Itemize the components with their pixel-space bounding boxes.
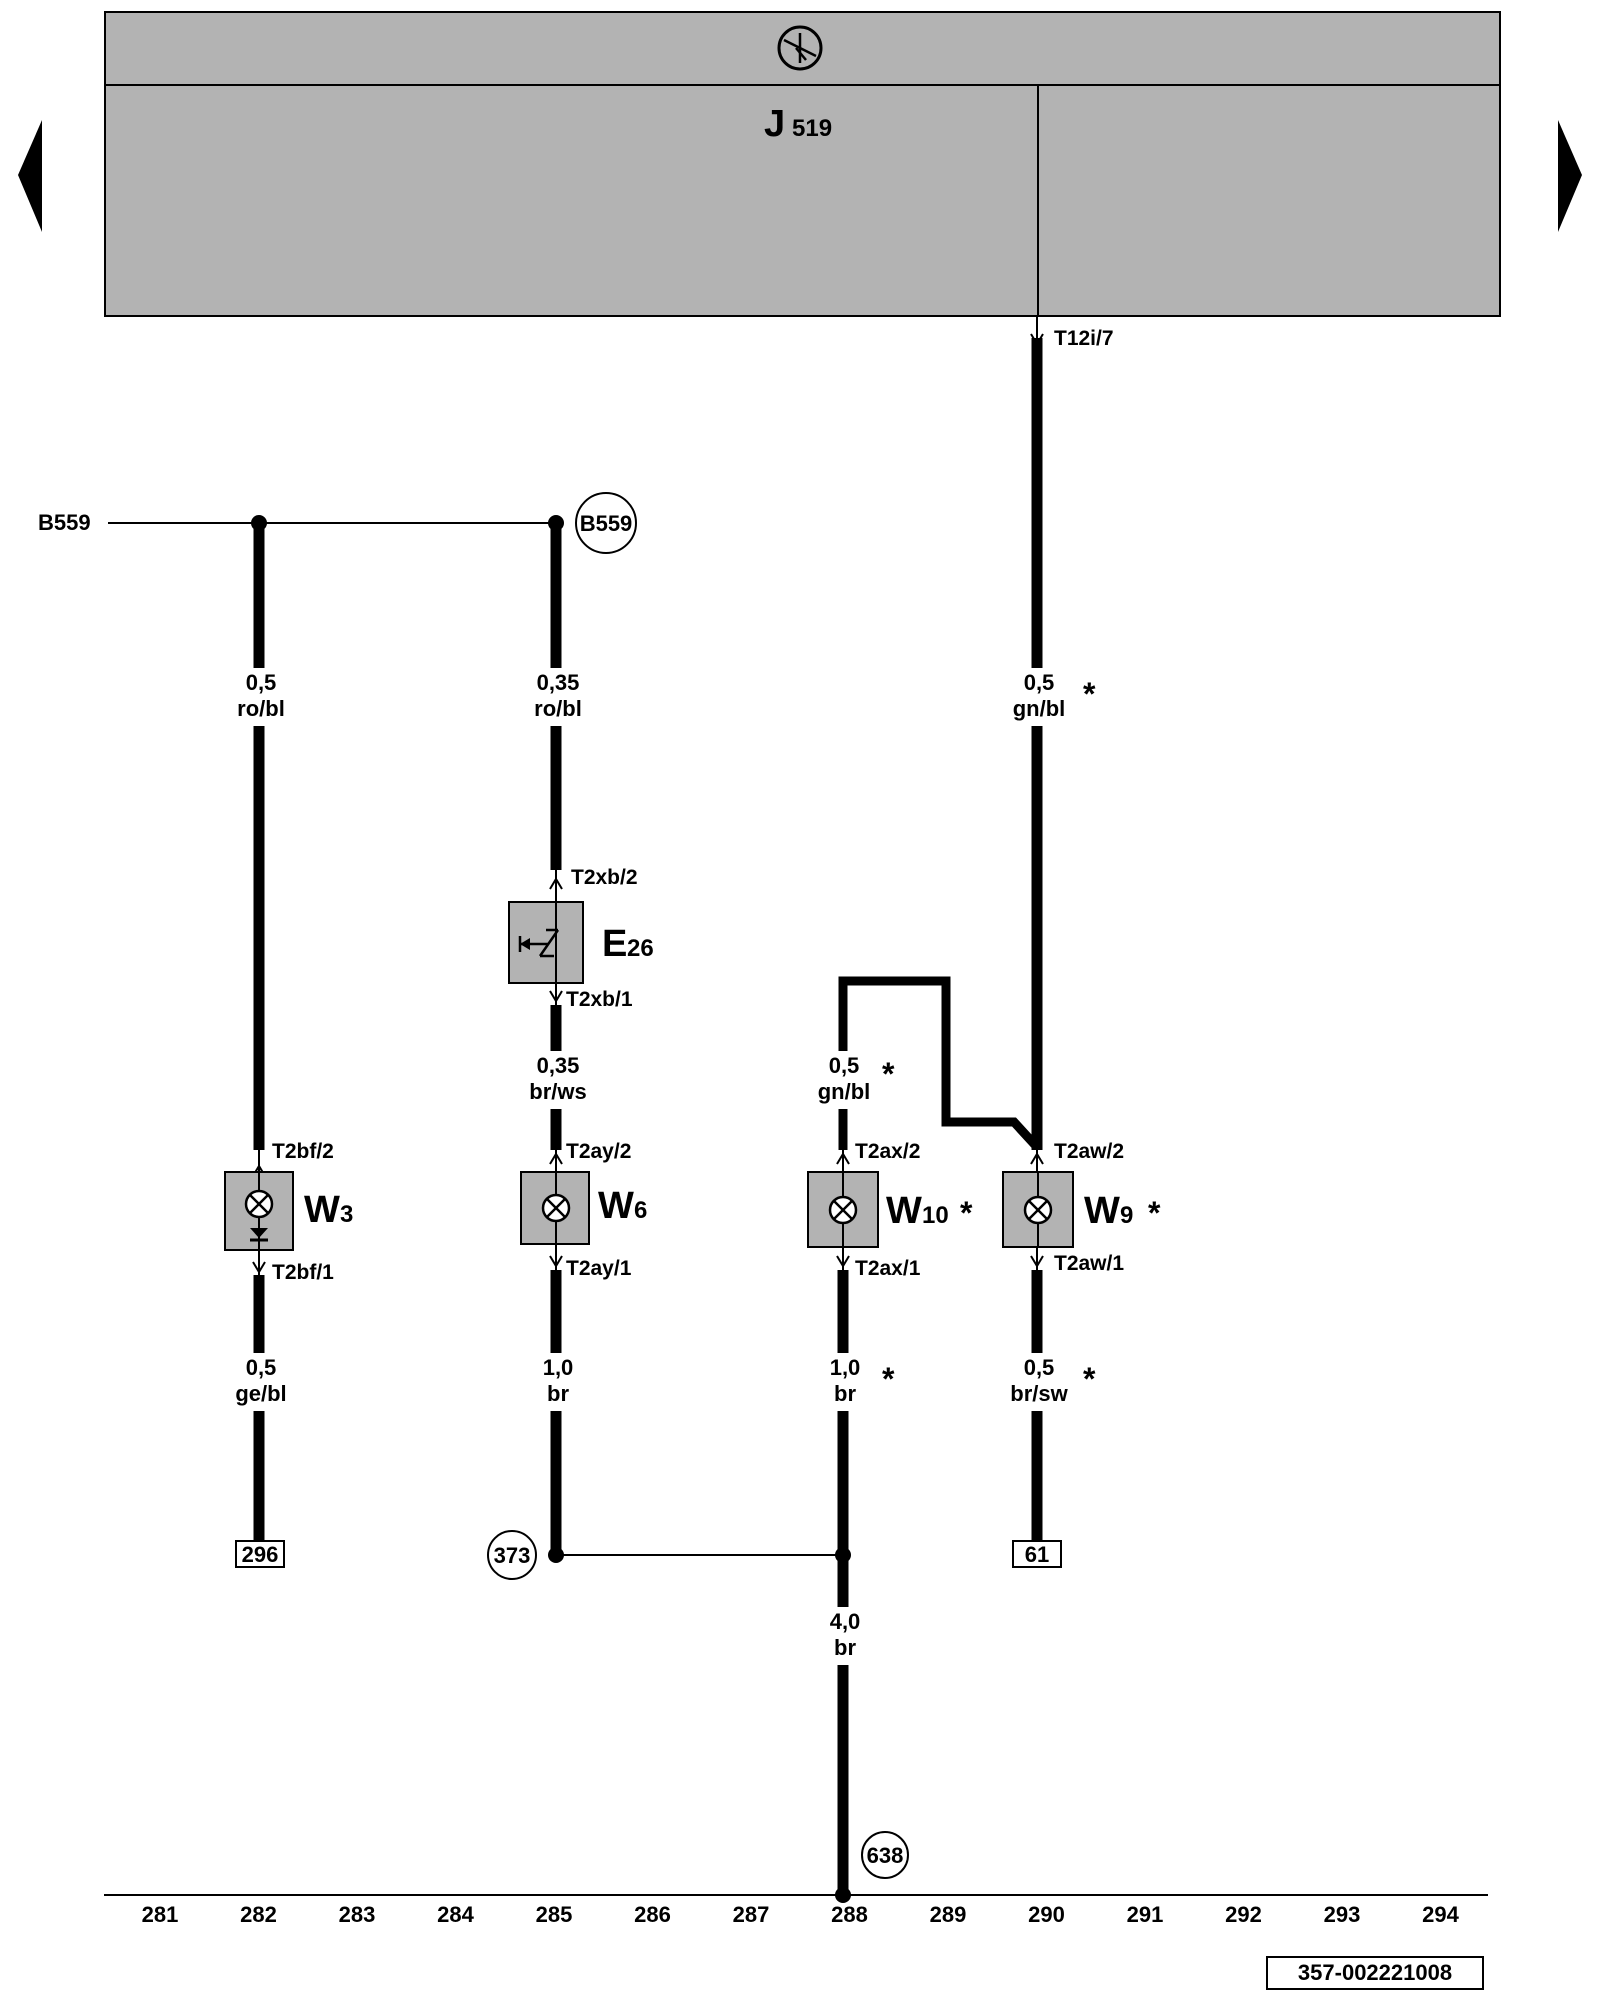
wire-size: 0,5 bbox=[1024, 1355, 1055, 1380]
pin-label: T2xb/1 bbox=[566, 988, 633, 1011]
component-e26 bbox=[508, 901, 584, 984]
component-w10 bbox=[807, 1171, 879, 1248]
component-star: * bbox=[1148, 1195, 1161, 1231]
component-sub: 10 bbox=[922, 1202, 949, 1229]
wire-color: ro/bl bbox=[534, 696, 582, 721]
track-number: 291 bbox=[1127, 1902, 1164, 1927]
wire-color: gn/bl bbox=[818, 1079, 871, 1104]
component-name: W bbox=[304, 1189, 340, 1231]
pin-label: T2bf/2 bbox=[272, 1140, 334, 1163]
wire-size: 0,5 bbox=[829, 1053, 860, 1078]
pin-label: T2ax/1 bbox=[855, 1257, 921, 1280]
track-number: 287 bbox=[733, 1902, 770, 1927]
track-number: 289 bbox=[930, 1902, 967, 1927]
pin-label: T2aw/1 bbox=[1054, 1252, 1124, 1275]
wire-star: * bbox=[1083, 1361, 1096, 1397]
wire-color: ge/bl bbox=[235, 1381, 286, 1406]
wire-star: * bbox=[882, 1361, 895, 1397]
component-w6 bbox=[520, 1171, 590, 1245]
wire-color: br/ws bbox=[529, 1079, 586, 1104]
connector-638: 638 bbox=[861, 1831, 909, 1879]
wire-size: 1,0 bbox=[543, 1355, 574, 1380]
wire-color: gn/bl bbox=[1013, 696, 1066, 721]
component-sub: 6 bbox=[634, 1197, 647, 1224]
component-name: W bbox=[598, 1185, 634, 1227]
track-number: 283 bbox=[339, 1902, 376, 1927]
pin-label: T2ax/2 bbox=[855, 1140, 920, 1163]
reference-box-61: 61 bbox=[1012, 1540, 1062, 1568]
wire-star: * bbox=[1083, 676, 1096, 712]
component-name: W bbox=[886, 1190, 922, 1232]
wire-size: 0,5 bbox=[246, 670, 277, 695]
track-number: 292 bbox=[1225, 1902, 1262, 1927]
svg-text:296: 296 bbox=[242, 1542, 279, 1567]
pin-label: T2ay/2 bbox=[566, 1140, 631, 1163]
connector-b559: B559 bbox=[575, 492, 637, 554]
track-number: 294 bbox=[1422, 1902, 1459, 1927]
component-sub: 3 bbox=[340, 1201, 353, 1228]
wire-size: 1,0 bbox=[830, 1355, 861, 1380]
track-number: 293 bbox=[1324, 1902, 1361, 1927]
control-unit-name: J bbox=[764, 103, 785, 145]
prev-page-arrow[interactable] bbox=[18, 120, 42, 232]
svg-text:61: 61 bbox=[1025, 1542, 1049, 1567]
component-w3 bbox=[224, 1171, 294, 1251]
wire-color: br/sw bbox=[1010, 1381, 1068, 1406]
wire-size: 0,5 bbox=[246, 1355, 277, 1380]
pin-label: T2ay/1 bbox=[566, 1257, 632, 1280]
track-number: 288 bbox=[831, 1902, 868, 1927]
svg-text:638: 638 bbox=[867, 1843, 904, 1868]
component-star: * bbox=[960, 1195, 973, 1231]
axis-labels: 281 282 283 284 285 286 287 288 289 290 291 292 293 2… bbox=[142, 1902, 1460, 1927]
bridge-wire bbox=[838, 976, 1040, 1150]
track-number: 286 bbox=[634, 1902, 671, 1927]
pin-label: T12i/7 bbox=[1054, 327, 1114, 350]
track-number: 285 bbox=[536, 1902, 573, 1927]
reference-box-296: 296 bbox=[235, 1540, 285, 1568]
component-sub: 9 bbox=[1120, 1202, 1133, 1229]
track-number: 282 bbox=[240, 1902, 277, 1927]
svg-text:B559: B559 bbox=[580, 511, 633, 536]
pin-label: T2bf/1 bbox=[272, 1261, 334, 1284]
pin-label: T2xb/2 bbox=[571, 866, 638, 889]
feed-label: B559 bbox=[38, 510, 91, 535]
wire-size: 0,35 bbox=[537, 670, 580, 695]
svg-text:373: 373 bbox=[494, 1543, 531, 1568]
wire-color: br bbox=[834, 1635, 856, 1660]
ground-symbol-icon bbox=[777, 25, 823, 71]
control-unit-sub: 519 bbox=[792, 115, 832, 142]
wire-color: br bbox=[834, 1381, 856, 1406]
connector-373: 373 bbox=[487, 1530, 537, 1580]
component-name: W bbox=[1084, 1190, 1120, 1232]
pin-label: T2aw/2 bbox=[1054, 1140, 1124, 1163]
component-sub: 26 bbox=[627, 935, 654, 962]
component-w9 bbox=[1002, 1171, 1074, 1248]
wire-color: ro/bl bbox=[237, 696, 285, 721]
wire-size: 0,35 bbox=[537, 1053, 580, 1078]
component-name: E bbox=[602, 923, 627, 965]
document-id: 357-002221008 bbox=[1266, 1956, 1484, 1990]
wire-size: 4,0 bbox=[830, 1609, 861, 1634]
wire-star: * bbox=[882, 1056, 895, 1092]
control-unit-j519: J 519 bbox=[104, 11, 1501, 317]
track-number: 290 bbox=[1028, 1902, 1065, 1927]
junction-dot bbox=[835, 1547, 851, 1563]
wire-color: br bbox=[547, 1381, 569, 1406]
track-number: 284 bbox=[437, 1902, 474, 1927]
track-number: 281 bbox=[142, 1902, 179, 1927]
next-page-arrow[interactable] bbox=[1558, 120, 1582, 232]
svg-text:357-002221008: 357-002221008 bbox=[1298, 1960, 1452, 1985]
wire-size: 0,5 bbox=[1024, 670, 1055, 695]
